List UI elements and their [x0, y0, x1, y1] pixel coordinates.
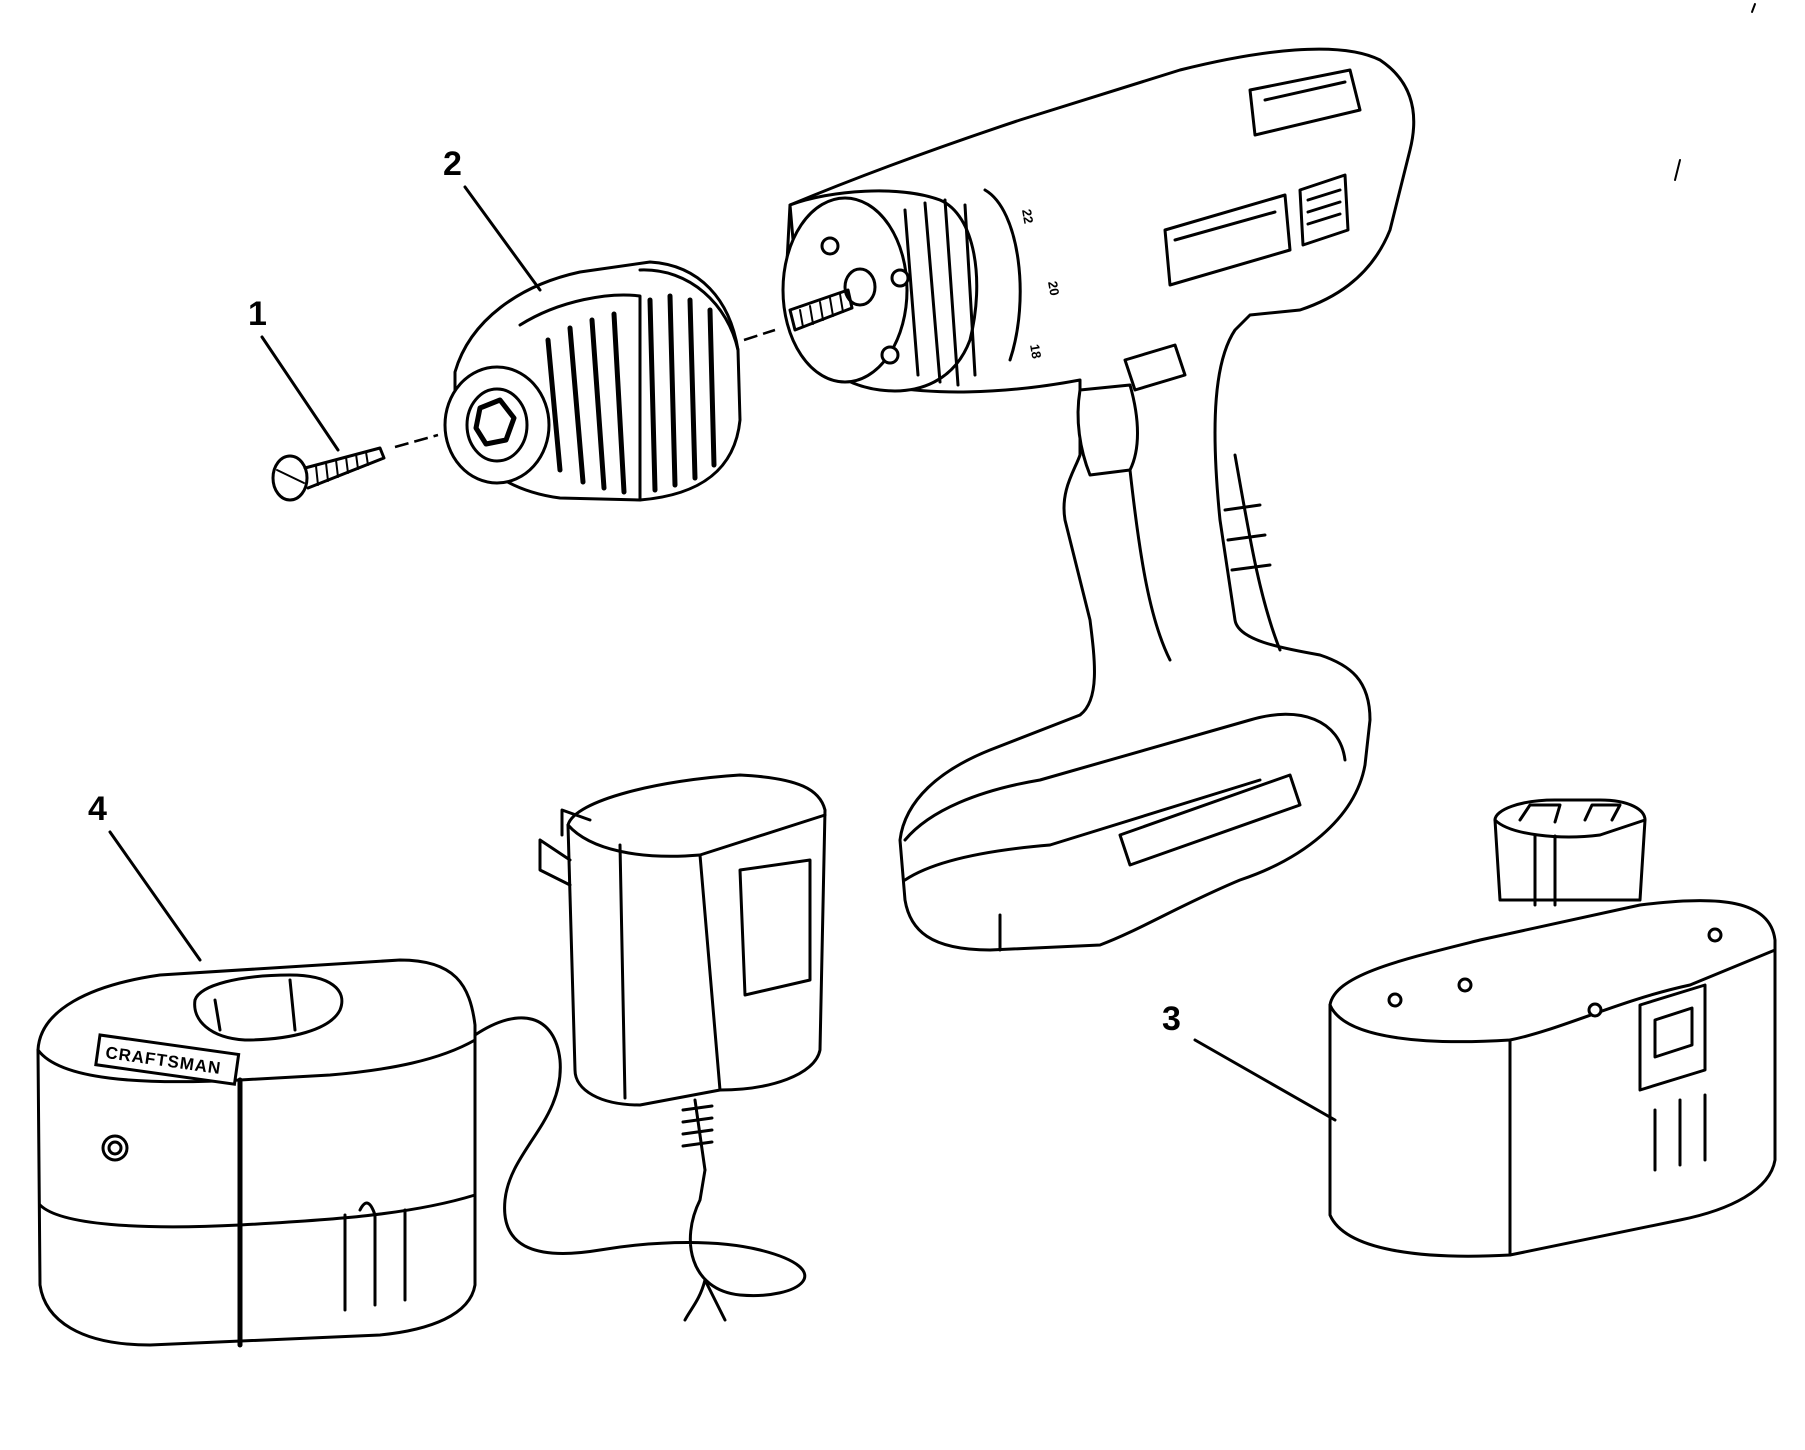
screw-head [271, 454, 309, 502]
chuck-grip-ribs [545, 293, 717, 495]
callout-2: 2 [443, 145, 542, 292]
chuck-part [443, 260, 776, 502]
motor-vents [1163, 68, 1362, 287]
drill-spindle [788, 288, 854, 332]
clutch-number-3: 18 [1027, 343, 1044, 360]
power-adapter [473, 773, 827, 1322]
callout-number-4: 4 [88, 790, 107, 828]
assembly-line-screw [394, 433, 439, 449]
assembly-line-chuck [743, 328, 776, 342]
callout-number-3: 3 [1162, 1000, 1181, 1038]
drill-body: 22 20 18 [781, 47, 1416, 952]
battery-part [1328, 798, 1777, 1258]
clutch-collar-ribs [903, 188, 1022, 387]
callout-number-1: 1 [248, 295, 267, 333]
screw-threads [315, 451, 369, 486]
charger-cord [473, 1016, 807, 1298]
charger-brand-label [94, 1033, 241, 1086]
clutch-number-2: 20 [1045, 280, 1062, 297]
screw-part [271, 433, 439, 502]
callout-1: 1 [248, 295, 340, 452]
clutch-number-1: 22 [1019, 208, 1036, 225]
callout-3: 3 [1162, 1000, 1337, 1122]
callout-4: 4 [88, 790, 202, 962]
charger-part: CRAFTSMAN [36, 958, 477, 1348]
callout-number-2: 2 [443, 145, 462, 183]
